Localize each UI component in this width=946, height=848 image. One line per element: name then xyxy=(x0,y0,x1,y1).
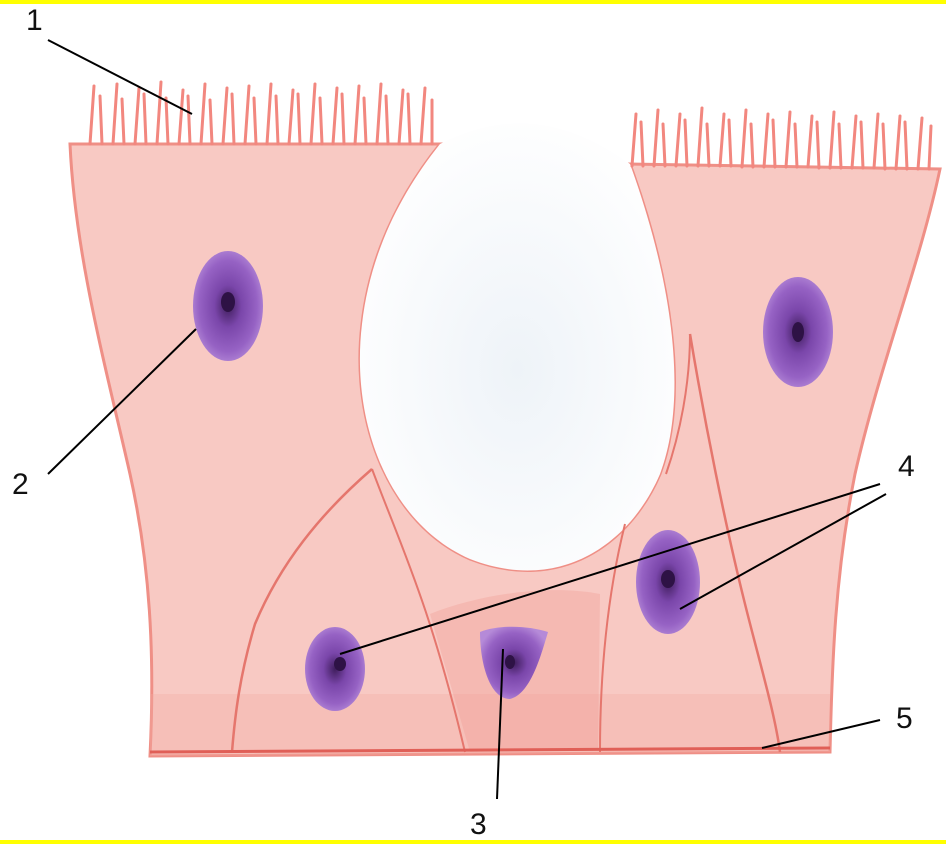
label-4: 4 xyxy=(898,452,915,482)
microvilli-left xyxy=(90,82,432,144)
nucleus-columnar-left xyxy=(193,251,263,361)
label-5: 5 xyxy=(896,704,913,734)
nucleus-columnar-right xyxy=(763,277,833,387)
label-2: 2 xyxy=(12,470,29,500)
microvilli-right xyxy=(632,108,931,169)
epithelium-illustration xyxy=(0,4,946,848)
nucleus-basal-left xyxy=(305,627,365,711)
nucleus-basal-right xyxy=(636,530,700,634)
label-1: 1 xyxy=(26,6,43,36)
leader-line-1 xyxy=(48,40,192,114)
label-3: 3 xyxy=(470,810,487,840)
